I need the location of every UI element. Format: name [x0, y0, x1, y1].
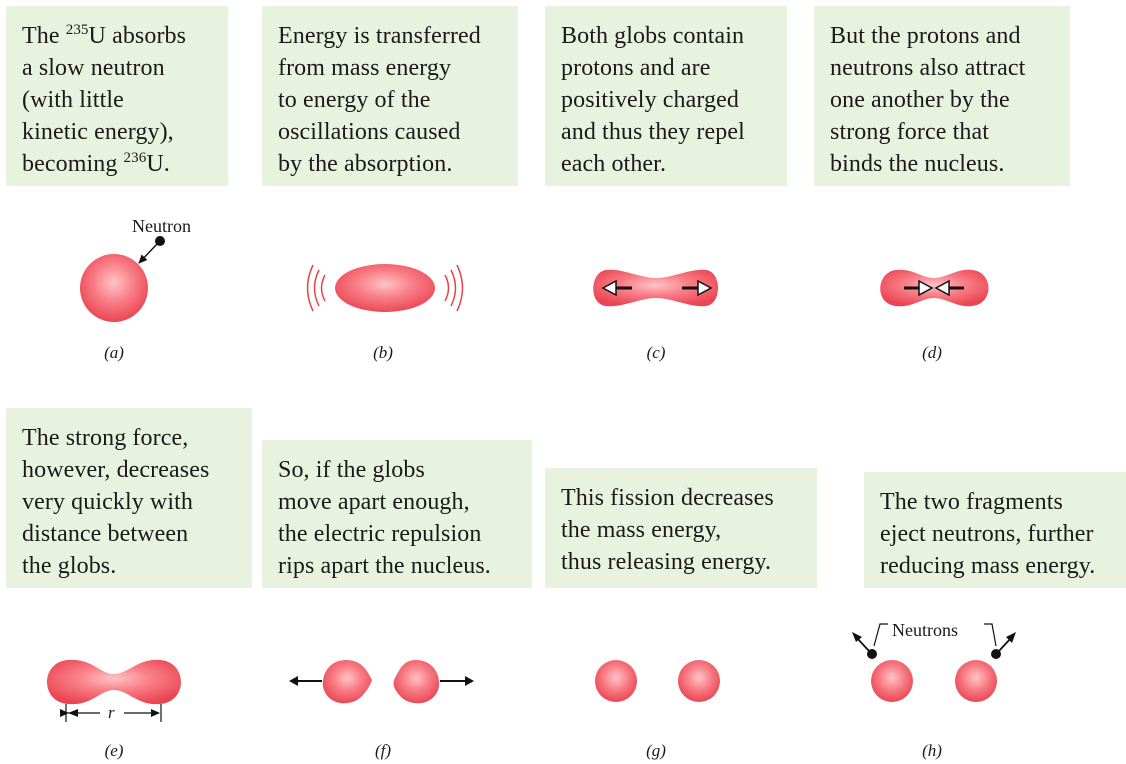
fission-fragment-2	[678, 660, 720, 702]
figure-a: Neutron	[80, 216, 191, 322]
neutrons-leader-right	[984, 624, 996, 646]
panel-label-c: (c)	[636, 343, 676, 363]
elongated-nucleus	[47, 660, 181, 704]
separation-r-label: r	[108, 703, 115, 722]
panel-label-d: (d)	[912, 343, 952, 363]
vibration-lines-right	[445, 265, 463, 311]
figure-d	[880, 270, 988, 307]
uranium-nucleus	[80, 254, 148, 322]
panel-label-f: (f)	[363, 741, 403, 761]
panel-label-a: (a)	[94, 343, 134, 363]
neutron-label: Neutron	[132, 216, 191, 236]
panel-label-e: (e)	[94, 741, 134, 761]
fission-fragment-1	[595, 660, 637, 702]
fragment-left	[323, 660, 372, 703]
fragment-h-1	[871, 660, 913, 702]
figure-b	[308, 264, 463, 312]
neutrons-leader-left	[874, 624, 888, 646]
neutron-path-arrow	[139, 244, 157, 263]
figure-f	[289, 660, 474, 703]
figure-g	[595, 660, 720, 702]
figure-h: Neutrons	[852, 620, 1016, 702]
panel-label-h: (h)	[912, 741, 952, 761]
neutrons-label: Neutrons	[892, 620, 958, 640]
dumbbell-nucleus-d	[880, 270, 988, 307]
figure-e: r	[47, 660, 181, 722]
fragment-h-2	[955, 660, 997, 702]
vibration-lines-left	[308, 265, 326, 311]
fragment-right	[393, 660, 439, 703]
figure-c	[593, 270, 718, 307]
panel-label-b: (b)	[363, 343, 403, 363]
panel-label-g: (g)	[636, 741, 676, 761]
oscillating-nucleus	[335, 264, 435, 312]
